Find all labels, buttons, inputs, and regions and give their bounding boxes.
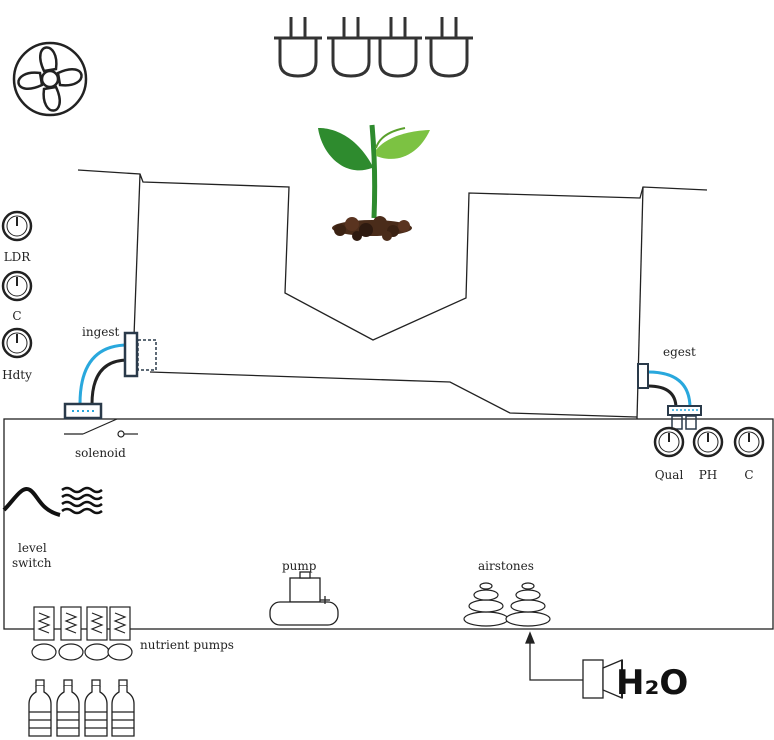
level-switch-label-line2: switch — [12, 556, 52, 570]
ph-label: PH — [699, 468, 718, 482]
ingest-pipe — [63, 331, 157, 420]
nutrient-pumps-icon — [31, 606, 133, 661]
quality-label: Qual — [655, 468, 684, 482]
solenoid-label: solenoid — [75, 446, 126, 460]
pump-icon — [269, 571, 339, 626]
ldr-label: LDR — [4, 250, 32, 264]
reservoir-tank — [3, 418, 774, 630]
humidity-label: Hdty — [2, 368, 32, 382]
ingest-label: ingest — [82, 325, 120, 339]
gauge-icon — [692, 426, 724, 458]
level-switch-label-line1: level — [18, 541, 47, 555]
airstones-icon — [463, 582, 551, 627]
gauge-icon — [1, 270, 33, 302]
bottle-icon — [28, 679, 135, 737]
nutrient-pumps-label: nutrient pumps — [140, 638, 234, 652]
water-inlet — [525, 631, 623, 699]
temperature-left-label: C — [12, 309, 21, 323]
gauge-icon — [733, 426, 765, 458]
water-label: H₂O — [616, 663, 688, 703]
grow-bed — [77, 169, 708, 420]
airstones-label: airstones — [478, 559, 534, 573]
gauge-icon — [1, 210, 33, 242]
egest-label: egest — [663, 345, 696, 359]
egest-pipe — [637, 363, 702, 430]
pump-label: pump — [282, 559, 317, 573]
waves-icon — [2, 486, 103, 517]
temperature-right-label: C — [744, 468, 753, 482]
seedling-icon — [318, 124, 430, 241]
light-bulb-icon — [274, 17, 473, 78]
gauge-icon — [1, 327, 33, 359]
solenoid-switch — [64, 418, 138, 438]
fan-icon — [12, 41, 88, 117]
gauge-icon — [653, 426, 685, 458]
